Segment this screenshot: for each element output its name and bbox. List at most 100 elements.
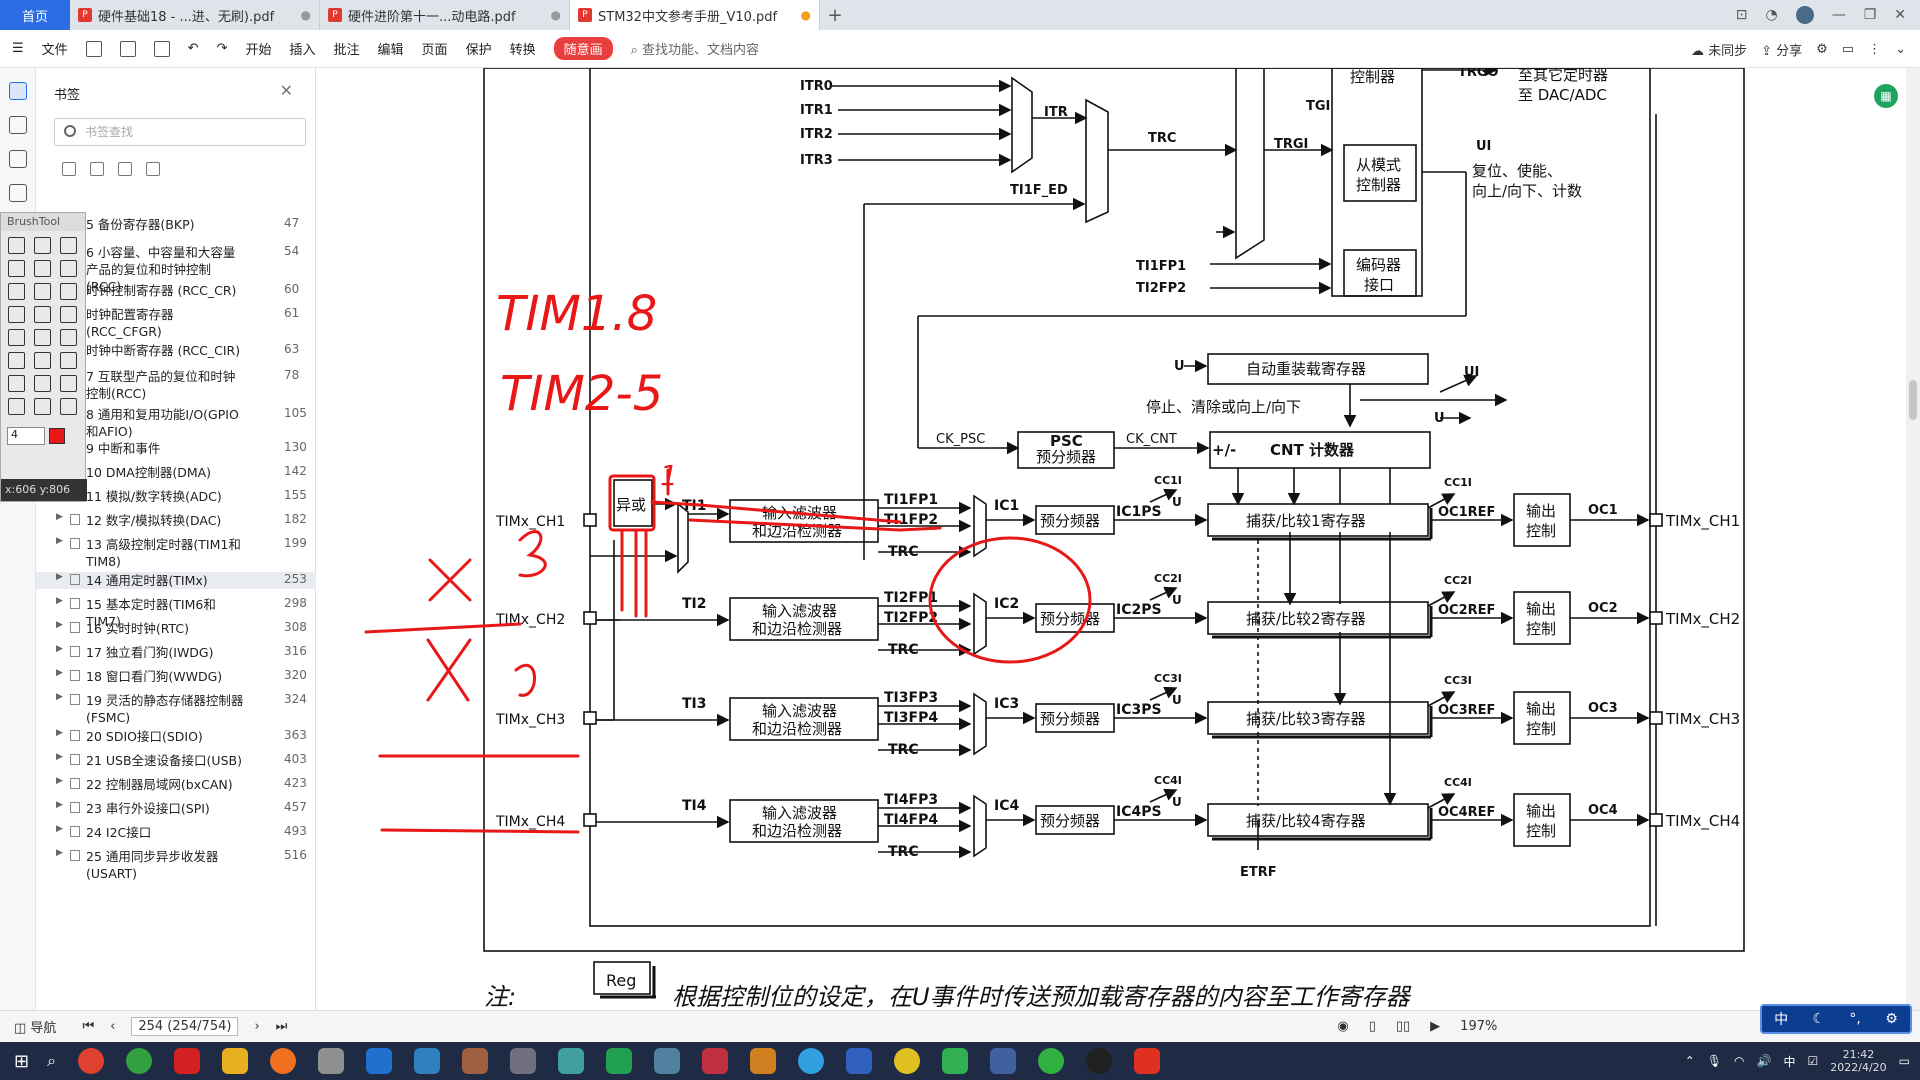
bookmark-item[interactable]: ▶19 灵活的静态存储器控制器(FSMC)324 [36, 692, 316, 726]
arrow-icon[interactable] [60, 306, 77, 323]
bookmark-item[interactable]: ▶25 通用同步异步收发器(USART)516 [36, 848, 316, 882]
bookmark-item[interactable]: ▶时钟配置寄存器 (RCC_CFGR)61 [36, 306, 316, 340]
tool-icon[interactable] [510, 1048, 537, 1074]
bookmark-item[interactable]: ▶16 实时时钟(RTC)308 [36, 620, 316, 637]
mx-icon[interactable] [846, 1048, 873, 1074]
app-icon-17[interactable] [894, 1048, 921, 1074]
rectangle-icon[interactable] [8, 329, 25, 346]
expand-arrow-icon[interactable]: ▶ [56, 644, 63, 654]
browser-icon[interactable] [126, 1048, 153, 1074]
grid-app-icon[interactable]: ▦ [1874, 84, 1898, 108]
scroll-thumb[interactable] [1909, 380, 1917, 420]
select-icon[interactable] [60, 260, 77, 277]
zoom-level[interactable]: 197% [1460, 1019, 1498, 1034]
wps-pdf-icon[interactable] [174, 1048, 201, 1074]
open-icon[interactable] [8, 237, 25, 254]
free-draw-button[interactable]: 随意画 [553, 37, 613, 60]
expand-arrow-icon[interactable]: ▶ [56, 728, 63, 738]
undo-icon[interactable]: ↶ [187, 41, 199, 56]
save-icon[interactable] [119, 40, 136, 57]
menu-edit[interactable]: 编辑 [377, 43, 404, 58]
first-page-icon[interactable]: ⏮ [82, 1019, 95, 1034]
bookmark-search-input[interactable]: 书签查找 [54, 118, 306, 146]
expand-arrow-icon[interactable]: ▶ [56, 620, 63, 630]
iqiyi-icon[interactable] [942, 1048, 969, 1074]
app-icon-14[interactable] [750, 1048, 777, 1074]
screenshot-icon[interactable] [318, 1048, 345, 1074]
avatar[interactable] [1795, 6, 1814, 24]
line-icon[interactable] [34, 306, 51, 323]
expand-arrow-icon[interactable]: ▶ [56, 668, 63, 678]
page-number-input[interactable]: 254 (254/754) [131, 1017, 239, 1036]
pin-icon[interactable] [8, 398, 25, 415]
brush-size-select[interactable]: 4 [7, 427, 45, 445]
app-icon-15[interactable] [798, 1048, 825, 1074]
security-icon[interactable]: ☑ [1807, 1054, 1819, 1068]
more-icon[interactable]: ⋮ [1868, 41, 1882, 57]
pcb-icon[interactable] [558, 1048, 585, 1074]
paste-icon[interactable] [8, 260, 25, 277]
bookmark-item[interactable]: ▶17 独立看门狗(IWDG)316 [36, 644, 316, 661]
restore-icon[interactable]: ❐ [1863, 7, 1877, 23]
expand-arrow-icon[interactable]: ▶ [56, 776, 63, 786]
app-icon-19[interactable] [990, 1048, 1017, 1074]
scissors-icon[interactable] [654, 1048, 681, 1074]
notification-icon[interactable]: ▭ [1898, 1054, 1910, 1068]
windows-start-icon[interactable]: ⊞ [14, 1050, 30, 1072]
copy-icon[interactable] [34, 260, 51, 277]
qq-icon[interactable] [1086, 1048, 1113, 1074]
bookmark-item[interactable]: ▶14 通用定时器(TIMx)253 [36, 572, 316, 589]
expand-arrow-icon[interactable]: ▶ [56, 752, 63, 762]
grid-icon[interactable] [34, 375, 51, 392]
expand-arrow-icon[interactable]: ▶ [56, 512, 63, 522]
file-explorer-icon[interactable] [222, 1048, 249, 1074]
tab-document-3[interactable]: P STM32中文参考手册_V10.pdf ● [570, 0, 820, 30]
bookmark-item[interactable]: ▶23 串行外设接口(SPI)457 [36, 800, 316, 817]
cursor-icon[interactable] [34, 398, 51, 415]
play-icon[interactable]: ▶ [1430, 1019, 1441, 1034]
ellipse-icon[interactable] [34, 329, 51, 346]
settings-icon[interactable]: ⚙ [1885, 1011, 1898, 1027]
video-icon[interactable] [366, 1048, 393, 1074]
close-icon[interactable]: ● [550, 8, 561, 22]
prev-page-icon[interactable]: ‹ [110, 1019, 116, 1034]
expand-arrow-icon[interactable]: ▶ [56, 800, 63, 810]
expand-arrow-icon[interactable]: ▶ [56, 572, 63, 582]
open-icon[interactable] [85, 40, 102, 57]
eyedropper-icon[interactable] [34, 283, 51, 300]
mic-icon[interactable]: 🎙 [1706, 1054, 1723, 1068]
redo-icon[interactable]: ↷ [216, 41, 228, 56]
expand-arrow-icon[interactable]: ▶ [56, 692, 63, 702]
bookmark-item[interactable]: ▶22 控制器局域网(bxCAN)423 [36, 776, 316, 793]
settings-icon[interactable]: ⚙ [1816, 41, 1828, 57]
expand-all-icon[interactable] [62, 162, 76, 176]
tab-home[interactable]: 首页 [0, 0, 70, 30]
app-icon-13[interactable] [702, 1048, 729, 1074]
spreadsheet-icon[interactable] [606, 1048, 633, 1074]
bookmark-item[interactable]: ▶13 高级控制定时器(TIM1和TIM8)199 [36, 536, 316, 570]
bookmark-item[interactable]: ▶20 SDIO接口(SDIO)363 [36, 728, 316, 745]
rotate-icon[interactable] [8, 375, 25, 392]
image-icon[interactable] [60, 237, 77, 254]
comment-icon[interactable] [9, 150, 27, 168]
layout-icon[interactable]: ⊡ [1735, 7, 1748, 23]
bookmark-item[interactable]: ▶21 USB全速设备接口(USB)403 [36, 752, 316, 769]
filled-ellipse-icon[interactable] [8, 352, 25, 369]
chrome-icon[interactable] [78, 1048, 105, 1074]
read-mode-icon[interactable]: ◉ [1337, 1019, 1349, 1034]
punctuation-icon[interactable]: °, [1849, 1011, 1861, 1027]
close-window-icon[interactable]: ✕ [1894, 7, 1906, 23]
search-input[interactable]: ⌕ 查找功能、文档内容 [630, 43, 760, 58]
ime-mode[interactable]: 中 [1774, 1012, 1789, 1028]
moon-icon[interactable]: ☾ [1812, 1011, 1826, 1027]
tab-document-2[interactable]: P 硬件进阶第十一...动电路.pdf ● [320, 0, 570, 30]
double-page-icon[interactable]: ▯▯ [1395, 1019, 1411, 1034]
menu-protect[interactable]: 保护 [465, 43, 492, 58]
navigation-toggle[interactable]: ◫ 导航 [14, 1021, 57, 1036]
expand-arrow-icon[interactable]: ▶ [56, 536, 63, 546]
calculator-icon[interactable] [414, 1048, 441, 1074]
close-icon[interactable]: ● [300, 8, 311, 22]
paint-icon[interactable] [462, 1048, 489, 1074]
